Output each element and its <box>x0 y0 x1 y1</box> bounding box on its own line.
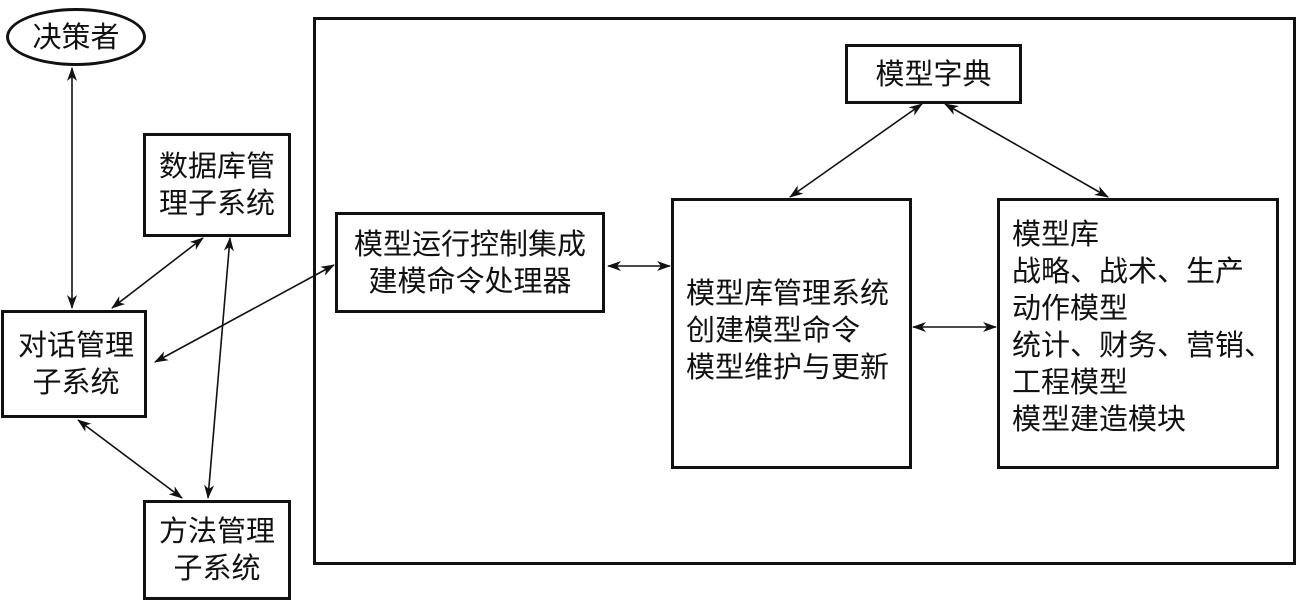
database-management-subsystem: 数据库管 理子系统 <box>143 133 291 237</box>
dialog-mgmt-line-1: 对话管理 <box>17 328 134 362</box>
arrow-dialog-method <box>77 419 183 499</box>
decision-maker-label: 决策者 <box>32 19 120 54</box>
arrow-dictionary-mbms <box>789 103 923 198</box>
model-base-line-6: 模型建造模块 <box>1012 402 1187 436</box>
model-dictionary: 模型字典 <box>845 44 1022 104</box>
database-mgmt-line-2: 理子系统 <box>158 186 275 220</box>
decision-maker-node: 决策者 <box>6 8 146 66</box>
model-base-mgmt-line-2: 创建模型命令 <box>686 313 861 347</box>
model-run-control-line-1: 模型运行控制集成 <box>353 226 586 261</box>
method-mgmt-line-2: 子系统 <box>173 551 261 585</box>
method-mgmt-line-1: 方法管理 <box>158 514 275 548</box>
model-base-line-4: 统计、财务、营销、 <box>1012 328 1274 362</box>
model-run-control-line-2: 建模命令处理器 <box>368 263 572 298</box>
arrow-dictionary-modelbase <box>944 103 1109 198</box>
method-management-subsystem: 方法管理 子系统 <box>143 500 291 600</box>
model-run-control-processor: 模型运行控制集成 建模命令处理器 <box>335 212 605 313</box>
model-dictionary-label: 模型字典 <box>875 56 992 91</box>
model-base-mgmt-line-3: 模型维护与更新 <box>686 350 890 384</box>
database-mgmt-line-1: 数据库管 <box>158 149 275 183</box>
arrow-database-dialog <box>111 237 204 309</box>
model-base-management-system: 模型库管理系统 创建模型命令 模型维护与更新 <box>671 198 912 469</box>
arrow-dialog-model-run <box>154 264 335 363</box>
model-base-line-5: 工程模型 <box>1012 365 1129 399</box>
model-base-mgmt-line-1: 模型库管理系统 <box>686 276 890 310</box>
model-base-line-3: 动作模型 <box>1012 291 1129 325</box>
dialog-management-subsystem: 对话管理 子系统 <box>1 310 147 418</box>
arrow-database-method <box>204 237 234 499</box>
model-base-line-2: 战略、战术、生产 <box>1012 254 1245 288</box>
dialog-mgmt-line-2: 子系统 <box>32 365 120 399</box>
model-base: 模型库 战略、战术、生产 动作模型 统计、财务、营销、 工程模型 模型建造模块 <box>997 198 1279 469</box>
model-base-line-1: 模型库 <box>1012 217 1100 251</box>
